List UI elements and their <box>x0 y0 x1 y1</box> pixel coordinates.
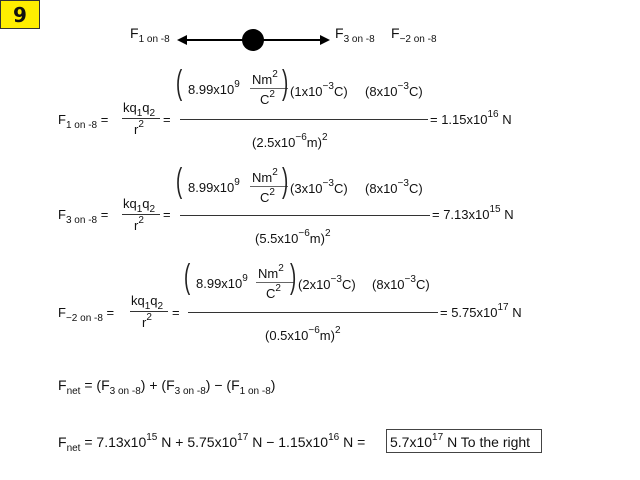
label-f3-on-8: F3 on -8 <box>335 25 375 45</box>
eq2-k-unit-den: C2 <box>260 187 275 206</box>
eq3-fraction-bar <box>188 312 438 313</box>
eq2-lhs: F3 on -8 = <box>58 207 109 226</box>
eq2-k-value: 8.99x109 <box>188 177 240 196</box>
eq3-unit-bar <box>256 282 294 283</box>
paren: ( <box>184 258 191 296</box>
eq3-result: = 5.75x1017 N <box>440 302 522 321</box>
eq1-k-unit-den: C2 <box>260 89 275 108</box>
eq2-formula-fraction-bar <box>122 214 160 215</box>
eq1-formula-den: r2 <box>134 119 144 138</box>
eq2-unit-bar <box>250 186 288 187</box>
eq2-charge1: (3x10−3C) <box>290 178 348 197</box>
eq1-formula-fraction-bar <box>122 118 160 119</box>
eq1-result: = 1.15x1016 N <box>430 109 512 128</box>
eq1-formula-num: kq1q2 <box>123 100 156 119</box>
paren: ) <box>290 258 297 296</box>
eq2-k-unit-num: Nm2 <box>252 167 278 186</box>
eq3-k-unit-den: C2 <box>266 283 281 302</box>
net-force-calc: Fnet = 7.13x1015 N + 5.75x1017 N − 1.15x… <box>58 432 366 454</box>
eq3-k-value: 8.99x109 <box>196 273 248 292</box>
label-fneg2-on-8: F−2 on -8 <box>391 25 437 45</box>
eq3-charge1: (2x10−3C) <box>298 274 356 293</box>
eq2-formula-den: r2 <box>134 215 144 234</box>
eq2-fraction-bar <box>180 215 430 216</box>
eq3-formula-num: kq1q2 <box>131 293 164 312</box>
paren: ) <box>282 64 289 102</box>
eq1-unit-bar <box>250 88 288 89</box>
eq3-formula-den: r2 <box>142 312 152 331</box>
eq1-lhs: F1 on -8 = <box>58 112 109 131</box>
eq3-charge2: (8x10−3C) <box>372 274 430 293</box>
eq1-equals: = <box>163 112 171 127</box>
charge-dot-icon <box>242 29 264 51</box>
eq2-distance: (5.5x10−6m)2 <box>255 228 331 247</box>
slide-number-badge: 9 <box>0 0 40 29</box>
arrow-right-icon <box>320 35 330 45</box>
eq1-fraction-bar <box>180 119 428 120</box>
net-force-formula: Fnet = (F3 on -8) + (F3 on -8) − (F1 on … <box>58 377 276 397</box>
eq2-charge2: (8x10−3C) <box>365 178 423 197</box>
final-answer-box: 5.7x1017 N To the right <box>386 429 542 453</box>
eq3-lhs: F−2 on -8 = <box>58 305 115 324</box>
eq3-distance: (0.5x10−6m)2 <box>265 325 341 344</box>
eq3-formula-fraction-bar <box>130 311 168 312</box>
slide-number: 9 <box>13 2 27 27</box>
eq2-formula-num: kq1q2 <box>123 196 156 215</box>
eq1-distance: (2.5x10−6m)2 <box>252 132 328 151</box>
arrow-left-icon <box>177 35 187 45</box>
eq1-k-unit-num: Nm2 <box>252 69 278 88</box>
paren: ( <box>176 64 183 102</box>
eq2-equals: = <box>163 207 171 222</box>
eq3-k-unit-num: Nm2 <box>258 263 284 282</box>
eq1-charge1: (1x10−3C) <box>290 81 348 100</box>
paren: ( <box>176 162 183 200</box>
eq3-equals: = <box>172 305 180 320</box>
label-f1-on-8: F1 on -8 <box>130 25 170 45</box>
eq2-result: = 7.13x1015 N <box>432 204 514 223</box>
eq1-charge2: (8x10−3C) <box>365 81 423 100</box>
eq1-k-value: 8.99x109 <box>188 79 240 98</box>
paren: ) <box>282 162 289 200</box>
